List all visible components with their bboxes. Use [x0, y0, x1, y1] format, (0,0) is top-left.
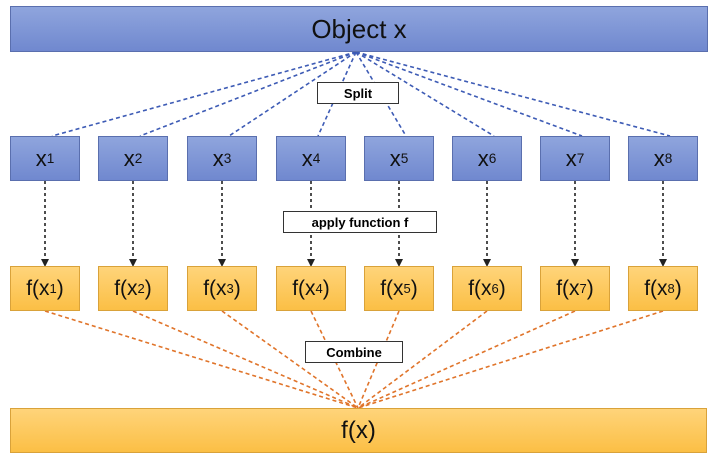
result-part-label: f(x — [468, 276, 492, 300]
part-label: x — [123, 145, 135, 171]
combine-lines — [44, 310, 664, 409]
split-line-5 — [355, 51, 407, 137]
part-subscript: 8 — [664, 151, 673, 166]
part-label: x — [565, 145, 577, 171]
result-part-close-paren: ) — [498, 276, 506, 300]
combine-line-2 — [132, 310, 359, 409]
split-line-4 — [317, 51, 357, 137]
combine-line-4 — [310, 310, 359, 409]
part-subscript: 7 — [576, 151, 585, 166]
result-part-close-paren: ) — [144, 276, 152, 300]
result-part-subscript: 6 — [491, 281, 499, 296]
part-subscript: 4 — [312, 151, 321, 166]
split-lines — [51, 51, 671, 137]
result-part-close-paren: ) — [322, 276, 330, 300]
part-label: x — [212, 145, 224, 171]
combine-line-8 — [357, 310, 664, 409]
combine-line-6 — [357, 310, 488, 409]
result-box: f(x) — [10, 408, 707, 453]
result-part-subscript: 5 — [403, 281, 411, 296]
result-part-label: f(x — [644, 276, 668, 300]
result-part-subscript: 2 — [137, 281, 145, 296]
result-label: f(x) — [341, 416, 376, 444]
part-label: x — [301, 145, 313, 171]
split-line-3 — [228, 51, 357, 137]
combine-label: Combine — [305, 341, 403, 363]
part-label: x — [389, 145, 401, 171]
split-line-7 — [355, 51, 583, 137]
part-label: x — [477, 145, 489, 171]
result-part-label: f(x — [114, 276, 138, 300]
result-part-label: f(x — [380, 276, 404, 300]
result-part-close-paren: ) — [56, 276, 64, 300]
split-line-6 — [355, 51, 495, 137]
part-subscript: 2 — [134, 151, 143, 166]
result-part-close-paren: ) — [233, 276, 241, 300]
split-line-1 — [51, 51, 357, 137]
split-label: Split — [317, 82, 399, 104]
combine-line-7 — [357, 310, 576, 409]
result-part-close-paren: ) — [410, 276, 418, 300]
part-subscript: 3 — [223, 151, 232, 166]
split-line-8 — [355, 51, 671, 137]
result-part-label: f(x — [26, 276, 50, 300]
object-box: Object x — [10, 6, 708, 52]
result-part-subscript: 8 — [667, 281, 675, 296]
result-part-label: f(x — [203, 276, 227, 300]
part-subscript: 5 — [400, 151, 409, 166]
result-part-subscript: 7 — [579, 281, 587, 296]
part-label: x — [653, 145, 665, 171]
apply-function-label: apply function f — [283, 211, 437, 233]
combine-line-1 — [44, 310, 359, 409]
result-part-subscript: 1 — [49, 281, 57, 296]
part-label: x — [35, 145, 47, 171]
result-part-label: f(x — [292, 276, 316, 300]
result-part-subscript: 4 — [315, 281, 323, 296]
result-part-subscript: 3 — [226, 281, 234, 296]
split-line-2 — [139, 51, 357, 137]
result-part-close-paren: ) — [674, 276, 682, 300]
object-label: Object x — [311, 13, 407, 44]
result-part-label: f(x — [556, 276, 580, 300]
result-part-close-paren: ) — [586, 276, 594, 300]
part-subscript: 6 — [488, 151, 497, 166]
part-subscript: 1 — [46, 151, 55, 166]
